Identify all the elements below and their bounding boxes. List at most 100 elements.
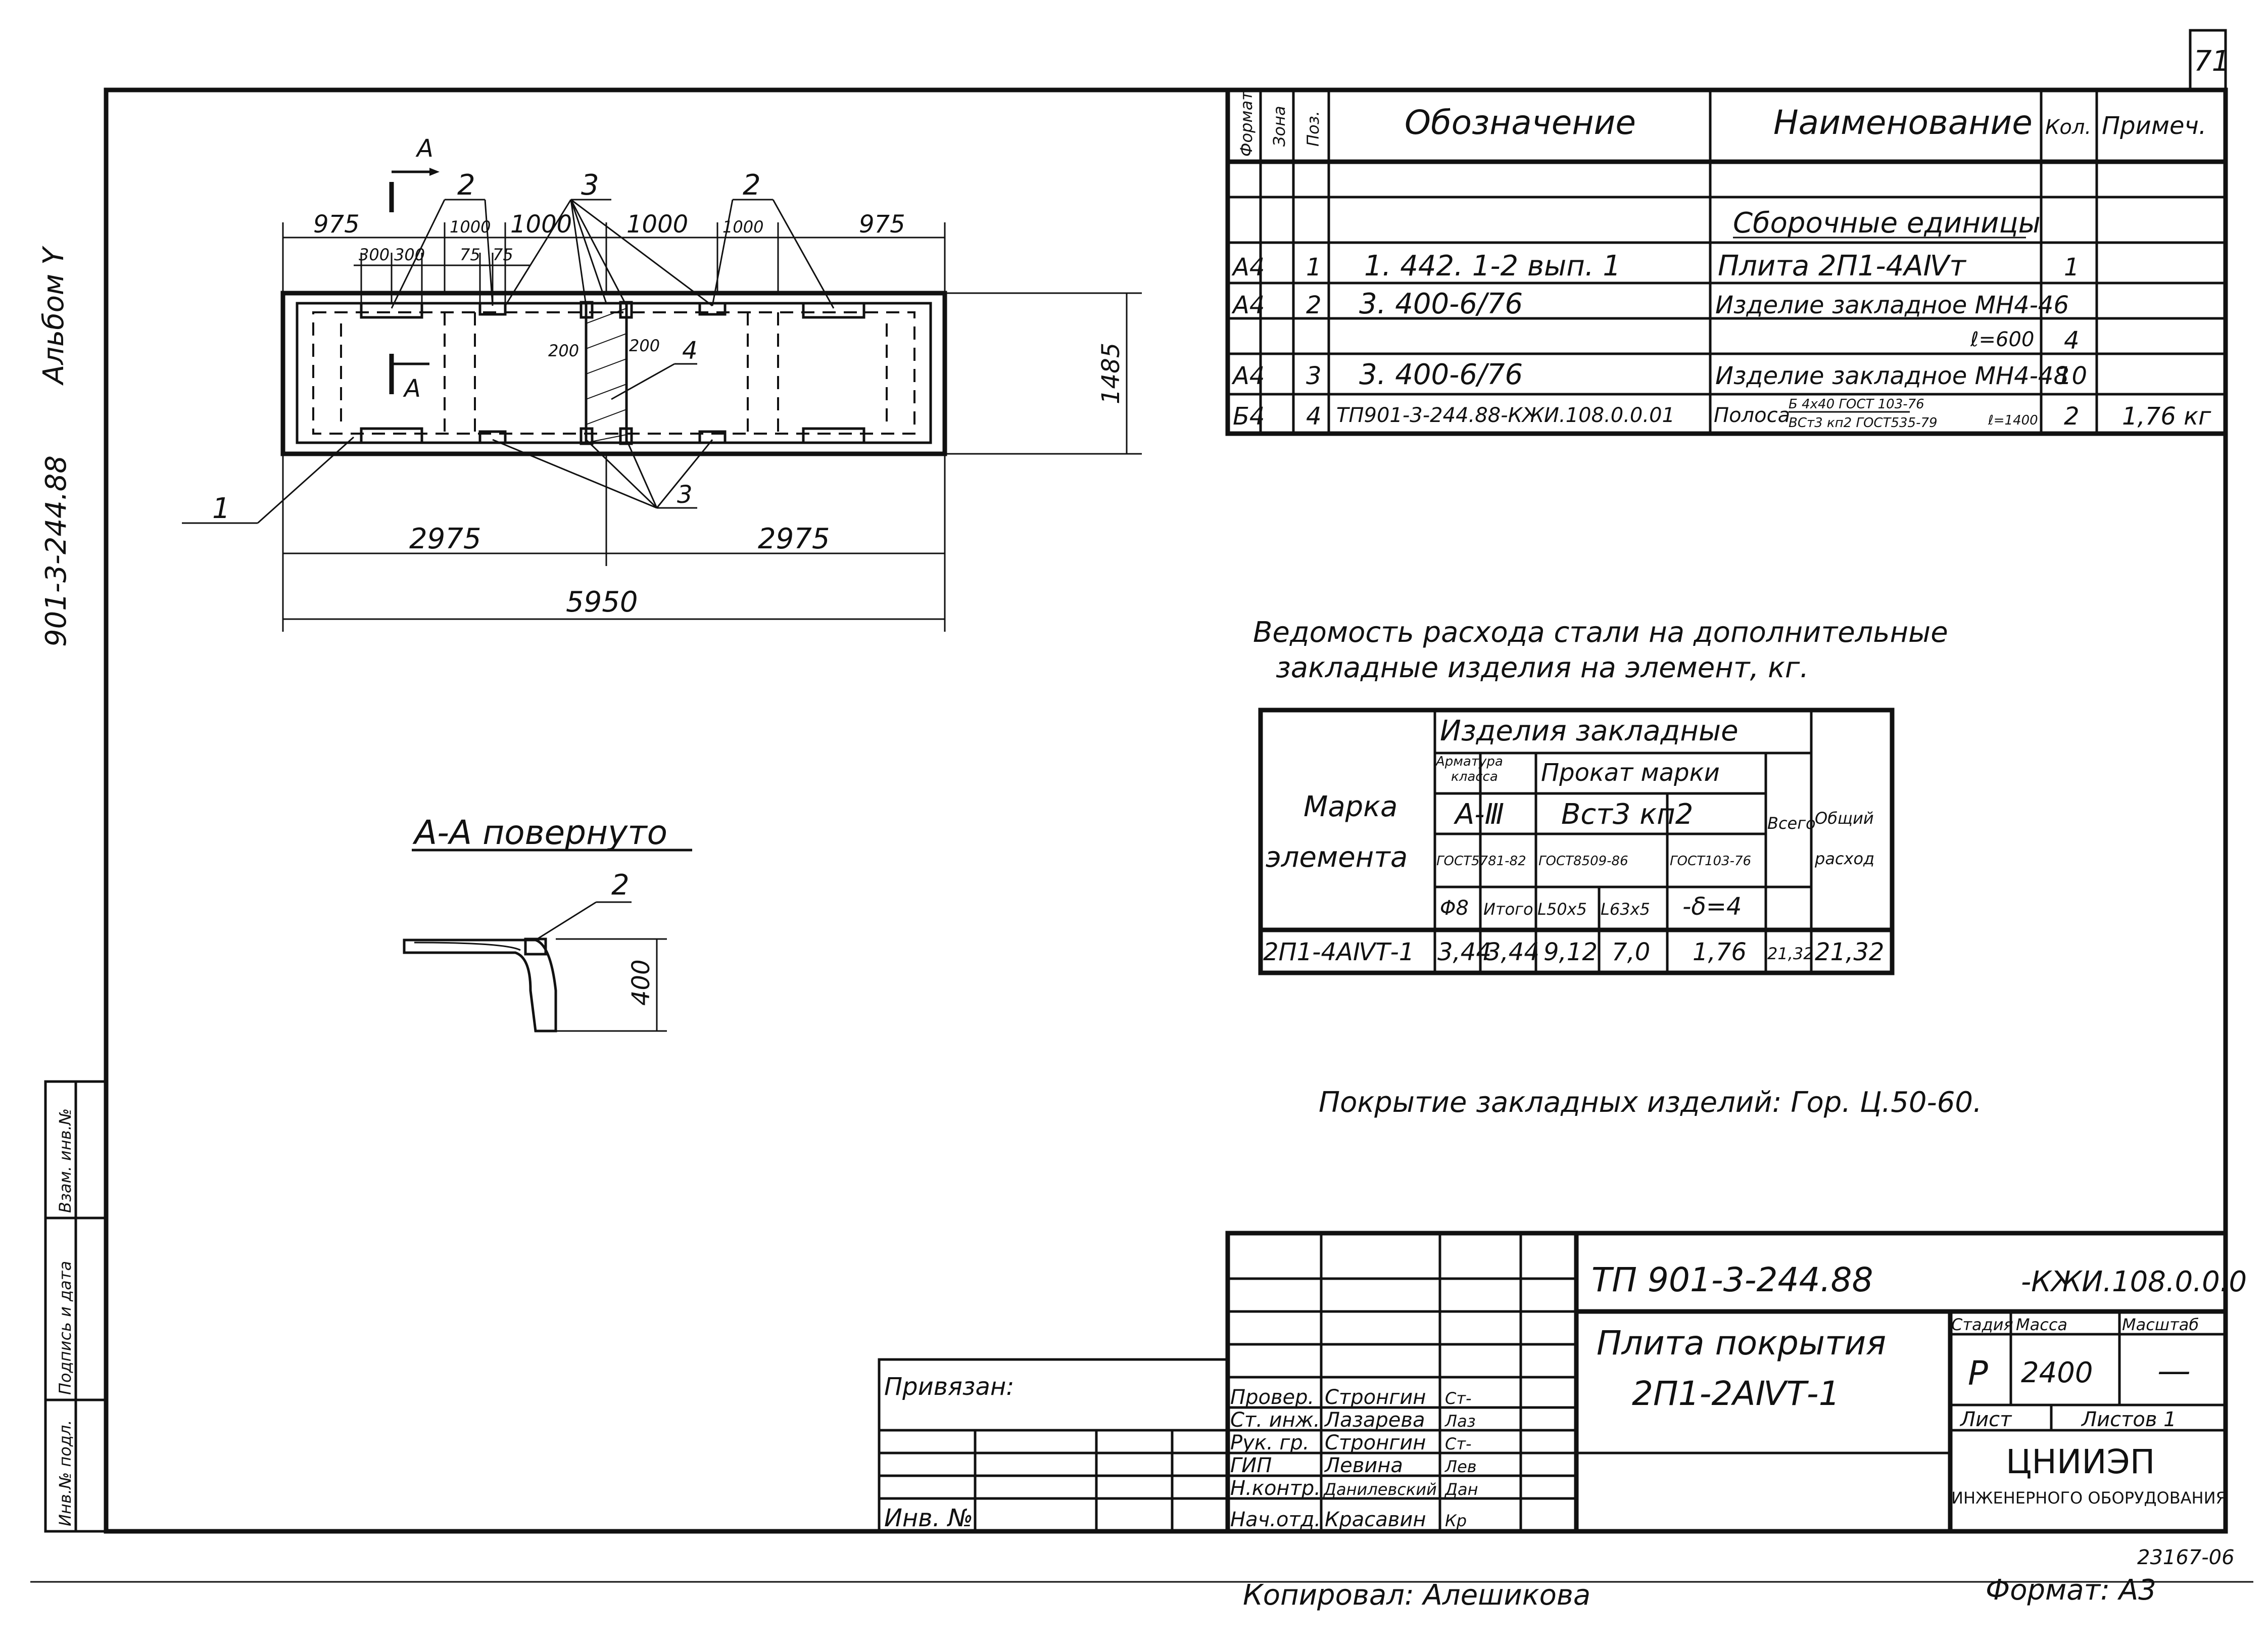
tb-staff-2-name: Лазарева <box>1324 1409 1425 1432</box>
dim-300-a: 300 <box>359 245 390 264</box>
dim-200-a: 200 <box>548 341 579 360</box>
spec-r5-name-bottom: ВСт3 кп2 ГОСТ535-79 <box>1789 415 1938 431</box>
dim-2975-right: 2975 <box>758 523 830 555</box>
tb-staff-3-name: Стронгин <box>1325 1431 1426 1455</box>
spec-h-designation: Обозначение <box>1405 103 1636 142</box>
steel-r-delta: 1,76 <box>1693 938 1747 966</box>
steel-r-total: 21,32 <box>1815 938 1884 966</box>
tb-name-1: Плита покрытия <box>1597 1324 1886 1363</box>
dim-1000-a: 1000 <box>450 217 491 237</box>
spec-r1-designation: 1. 442. 1-2 вып. 1 <box>1364 250 1621 283</box>
title-block: Привязан: Инв. № Провер. Стронгин Ст- Ст… <box>878 1231 2247 1534</box>
spec-r4-qty: 10 <box>2056 362 2087 390</box>
dim-975-left: 975 <box>313 210 360 239</box>
left-margin-labels: Альбом Y 901-3-244.88 <box>37 246 73 647</box>
dim-1000-b: 1000 <box>510 210 572 239</box>
spec-h-zone: Зона <box>1270 106 1289 147</box>
steel-h-items: Изделия закладные <box>1440 715 1739 747</box>
steel-h-mark: Марка <box>1304 790 1397 823</box>
tb-sheet-h: Лист <box>1959 1408 2012 1431</box>
steel-r-f8: 3,44 <box>1437 938 1491 966</box>
spec-r2-pos: 2 <box>1306 291 1322 319</box>
steel-r-l63: 7,0 <box>1612 938 1650 966</box>
plan-view: А А 975 1000 1000 1000 1000 975 300 300 … <box>182 134 1142 632</box>
spec-r5-name-len: ℓ=1400 <box>1988 413 2038 428</box>
tb-staff-3-role: Рук. гр. <box>1230 1431 1310 1455</box>
tb-staff-2-sign: Лаз <box>1444 1412 1476 1431</box>
tb-mass-h: Масса <box>2016 1315 2067 1334</box>
callout-pos-3-top: 3 <box>581 169 599 202</box>
steel-h-a3: А-Ⅲ <box>1454 798 1504 831</box>
spec-r3-name: ℓ=600 <box>1970 328 2034 351</box>
steel-h-vst: Вст3 кп2 <box>1561 798 1693 831</box>
steel-table: Ведомость расхода стали на дополнительны… <box>1253 616 1948 975</box>
steel-h-klassa: класса <box>1451 769 1498 784</box>
spec-r5-qty: 2 <box>2064 402 2080 431</box>
tb-staff-6-name: Красавин <box>1325 1508 1426 1531</box>
steel-r-mark: 2П1-4АⅣТ-1 <box>1263 938 1414 966</box>
tb-code: ТП 901-3-244.88 <box>1591 1260 1873 1299</box>
tb-org: ЦНИИЭП <box>2006 1442 2155 1481</box>
tb-sheets-h: Листов 1 <box>2081 1408 2177 1431</box>
spec-h-format: Формат <box>1237 90 1256 157</box>
footer-order: 23167-06 <box>2137 1546 2235 1569</box>
spec-r2-name: Изделие закладное МН4-46 <box>1715 291 2069 319</box>
tb-staff-2-role: Ст. инж. <box>1230 1409 1320 1432</box>
album-label: Альбом Y <box>37 246 70 386</box>
steel-h-itogo: Итого <box>1483 900 1533 919</box>
steel-h-vsego: Всего <box>1767 814 1816 833</box>
spec-r5-note: 1,76 кг <box>2122 402 2211 431</box>
steel-h-gost103: ГОСТ103-76 <box>1670 854 1751 869</box>
steel-h-gost8509: ГОСТ8509-86 <box>1538 854 1628 869</box>
dim-200-b: 200 <box>629 336 660 355</box>
tb-bound: Привязан: <box>884 1373 1014 1401</box>
spec-table: Формат Зона Поз. Обозначение Наименовани… <box>1225 87 2228 436</box>
steel-h-delta: -δ=4 <box>1682 893 1742 921</box>
section-aa-title: А-А повернуто <box>412 813 667 852</box>
steel-r-l50: 9,12 <box>1543 938 1598 966</box>
spec-r5-format: Б4 <box>1233 402 1265 431</box>
steel-r-itogo: 3,44 <box>1485 938 1539 966</box>
spec-r5-designation: ТП901-3-244.88-КЖИ.108.0.0.01 <box>1336 404 1675 427</box>
steel-h-f8: Φ8 <box>1440 897 1469 920</box>
steel-title-2: закладные изделия на элемент, кг. <box>1276 651 1809 684</box>
steel-h-prokat: Прокат марки <box>1541 759 1720 787</box>
side-stamp-vzam: Взам. инв.№ <box>56 1108 75 1213</box>
sheet-number: 71 <box>2194 45 2230 78</box>
footer: 23167-06 Копировал: Алешикова Формат: А3 <box>1243 1546 2235 1612</box>
section-aa-height: 400 <box>627 959 655 1006</box>
dim-75-a: 75 <box>460 245 480 264</box>
steel-h-element: элемента <box>1266 841 1408 874</box>
spec-h-name: Наименование <box>1773 103 2033 142</box>
project-code-vertical: 901-3-244.88 <box>40 455 73 647</box>
dim-75-b: 75 <box>493 245 513 264</box>
tb-scale-h: Масштаб <box>2122 1315 2199 1334</box>
steel-title-1: Ведомость расхода стали на дополнительны… <box>1253 616 1948 649</box>
tb-staff-6-role: Нач.отд. <box>1230 1508 1321 1531</box>
cut-letter-top: А <box>415 134 433 163</box>
dim-1485: 1485 <box>1097 343 1125 404</box>
tb-name-2: 2П1-2АⅣТ-1 <box>1632 1374 1840 1413</box>
tb-staff-4-sign: Лев <box>1444 1457 1477 1476</box>
callout-pos-2-right: 2 <box>743 169 761 202</box>
tb-staff-5-sign: Дан <box>1444 1480 1478 1499</box>
callout-pos-2-left: 2 <box>457 169 475 202</box>
tb-code-suffix: -КЖИ.108.0.0.0 <box>2021 1265 2247 1298</box>
callout-pos-1: 1 <box>212 492 230 525</box>
spec-r5-pos: 4 <box>1306 402 1322 431</box>
center-hatch <box>586 308 627 443</box>
steel-h-gost5781: ГОСТ5781-82 <box>1436 854 1526 869</box>
dim-1000-c: 1000 <box>626 210 688 239</box>
side-stamp-sign-date: Подпись и дата <box>56 1261 75 1395</box>
spec-r3-qty: 4 <box>2064 326 2080 355</box>
tb-staff-4-name: Левина <box>1324 1454 1403 1477</box>
spec-r2-format: А4 <box>1231 291 1265 319</box>
tb-staff-1-name: Стронгин <box>1325 1386 1426 1409</box>
tb-stage-h: Стадия <box>1951 1315 2013 1334</box>
side-stamp-inv-podl: Инв.№ подл. <box>56 1420 75 1526</box>
spec-h-pos: Поз. <box>1304 111 1323 147</box>
spec-r1-qty: 1 <box>2064 253 2080 282</box>
steel-h-armatura: Арматура <box>1435 754 1503 769</box>
spec-r4-format: А4 <box>1231 362 1265 390</box>
